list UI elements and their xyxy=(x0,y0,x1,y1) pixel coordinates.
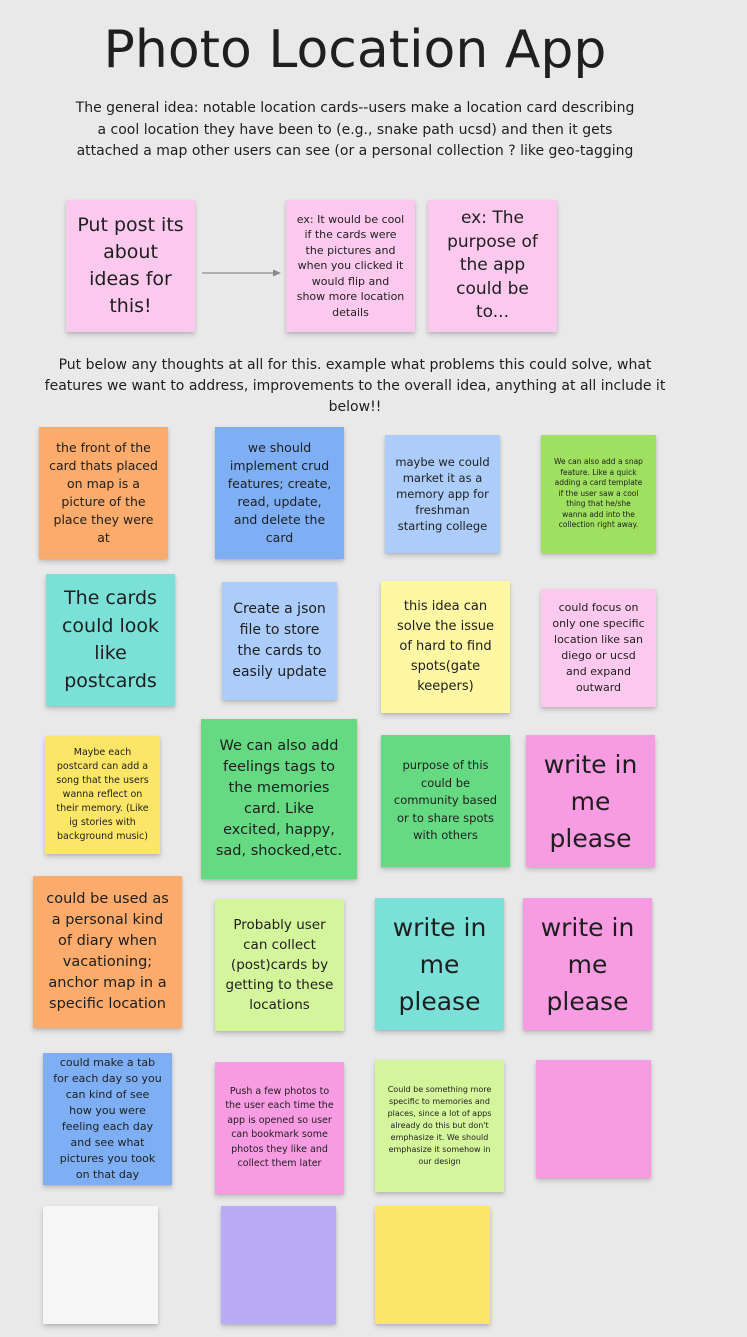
instructions-text[interactable]: Put below any thoughts at all for this. … xyxy=(44,357,666,415)
sticky-note[interactable]: We can also add feelings tags to the mem… xyxy=(201,719,357,879)
sticky-note[interactable] xyxy=(221,1206,336,1324)
intro-text[interactable]: The general idea: notable location cards… xyxy=(75,100,635,159)
sticky-note[interactable]: Maybe each postcard can add a song that … xyxy=(45,736,160,854)
sticky-note-top-3[interactable]: ex: The purpose of the app could be to..… xyxy=(428,200,557,332)
sticky-note-top-1[interactable]: Put post its about ideas for this! xyxy=(66,200,195,332)
connector-arrow[interactable] xyxy=(200,266,284,280)
sticky-note[interactable] xyxy=(43,1206,158,1324)
sticky-note[interactable]: could be used as a personal kind of diar… xyxy=(33,876,182,1028)
sticky-note[interactable]: this idea can solve the issue of hard to… xyxy=(381,581,510,713)
sticky-note[interactable]: write in me please xyxy=(375,898,504,1030)
page-title: Photo Location App xyxy=(103,20,607,80)
sticky-note[interactable]: maybe we could market it as a memory app… xyxy=(385,435,500,553)
sticky-note[interactable]: we should implement crud features; creat… xyxy=(215,427,344,559)
sticky-note[interactable]: could make a tab for each day so you can… xyxy=(43,1053,172,1185)
sticky-note[interactable]: could focus on only one specific locatio… xyxy=(541,589,656,707)
sticky-note[interactable]: Push a few photos to the user each time … xyxy=(215,1062,344,1194)
sticky-note[interactable] xyxy=(375,1206,490,1324)
sticky-note[interactable]: purpose of this could be community based… xyxy=(381,735,510,867)
sticky-note[interactable]: The cards could look like postcards xyxy=(46,574,175,706)
sticky-note[interactable]: write in me please xyxy=(526,735,655,867)
sticky-note[interactable]: the front of the card thats placed on ma… xyxy=(39,427,168,559)
sticky-note[interactable]: write in me please xyxy=(523,898,652,1030)
sticky-note[interactable]: Probably user can collect (post)cards by… xyxy=(215,899,344,1031)
sticky-note[interactable]: Could be something more specific to memo… xyxy=(375,1060,504,1192)
sticky-note[interactable]: Create a json file to store the cards to… xyxy=(222,582,337,700)
sticky-note[interactable]: We can also add a snap feature. Like a q… xyxy=(541,435,656,553)
sticky-note-top-2[interactable]: ex: It would be cool if the cards were t… xyxy=(286,200,415,332)
sticky-note[interactable] xyxy=(536,1060,651,1178)
